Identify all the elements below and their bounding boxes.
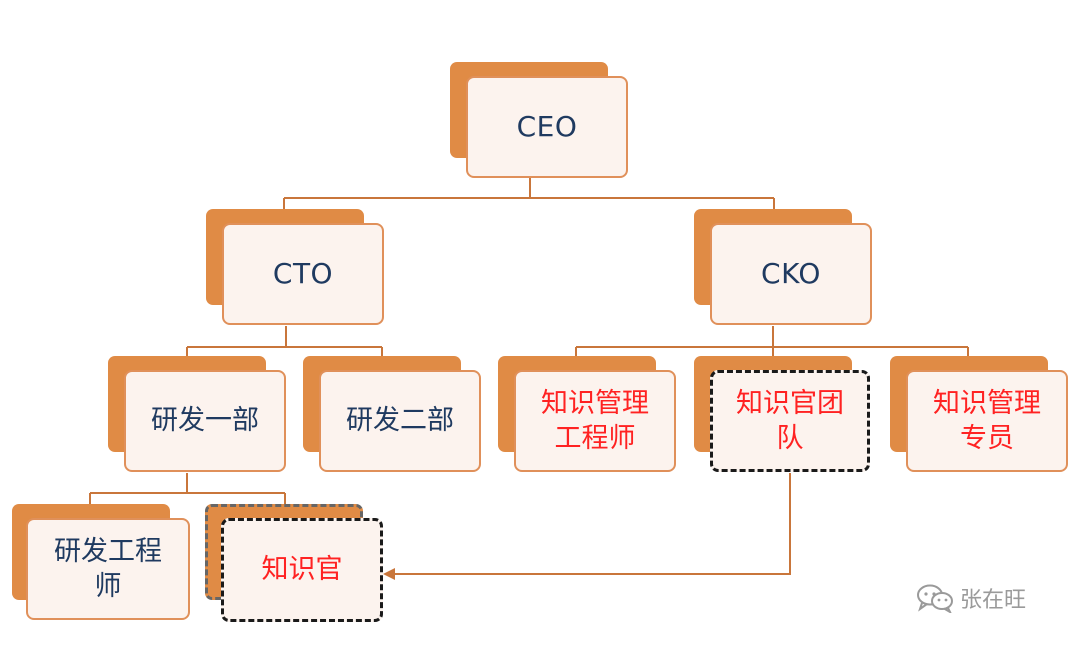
connector-team-to-officer (392, 473, 791, 575)
node-ceo-label: CEO (516, 109, 578, 143)
connector-cto-children (186, 326, 383, 358)
node-km-specialist: 知识管理 专员 (890, 356, 1070, 474)
node-km-engineer-label: 知识管理 工程师 (541, 387, 649, 454)
watermark: 张在旺 (916, 582, 1026, 614)
node-ko-team-label: 知识官团 队 (736, 387, 844, 454)
node-ko-team: 知识官团 队 (694, 356, 874, 474)
node-ceo: CEO (450, 62, 630, 180)
node-cko-label: CKO (761, 256, 821, 290)
node-rd-dept-2-label: 研发二部 (346, 405, 454, 437)
node-rd-dept-1-label: 研发一部 (151, 405, 259, 437)
node-knowledge-officer: 知识官 (205, 504, 385, 622)
wechat-icon (917, 584, 953, 613)
node-cko: CKO (694, 209, 874, 327)
node-km-specialist-label: 知识管理 专员 (933, 387, 1041, 454)
node-cto-label: CTO (272, 256, 334, 290)
connector-rd1-children (89, 473, 286, 505)
node-km-engineer: 知识管理 工程师 (498, 356, 678, 474)
node-knowledge-officer-label: 知识官 (261, 554, 343, 586)
node-cto: CTO (206, 209, 386, 327)
node-rd-engineer-label: 研发工程 师 (54, 535, 162, 602)
connector-cko-children (575, 326, 969, 358)
watermark-text: 张在旺 (960, 588, 1027, 613)
node-rd-dept-2: 研发二部 (303, 356, 483, 474)
arrowhead-icon (383, 568, 395, 580)
connector-ceo-children (283, 178, 775, 212)
node-rd-dept-1: 研发一部 (108, 356, 288, 474)
node-rd-engineer: 研发工程 师 (12, 504, 192, 622)
